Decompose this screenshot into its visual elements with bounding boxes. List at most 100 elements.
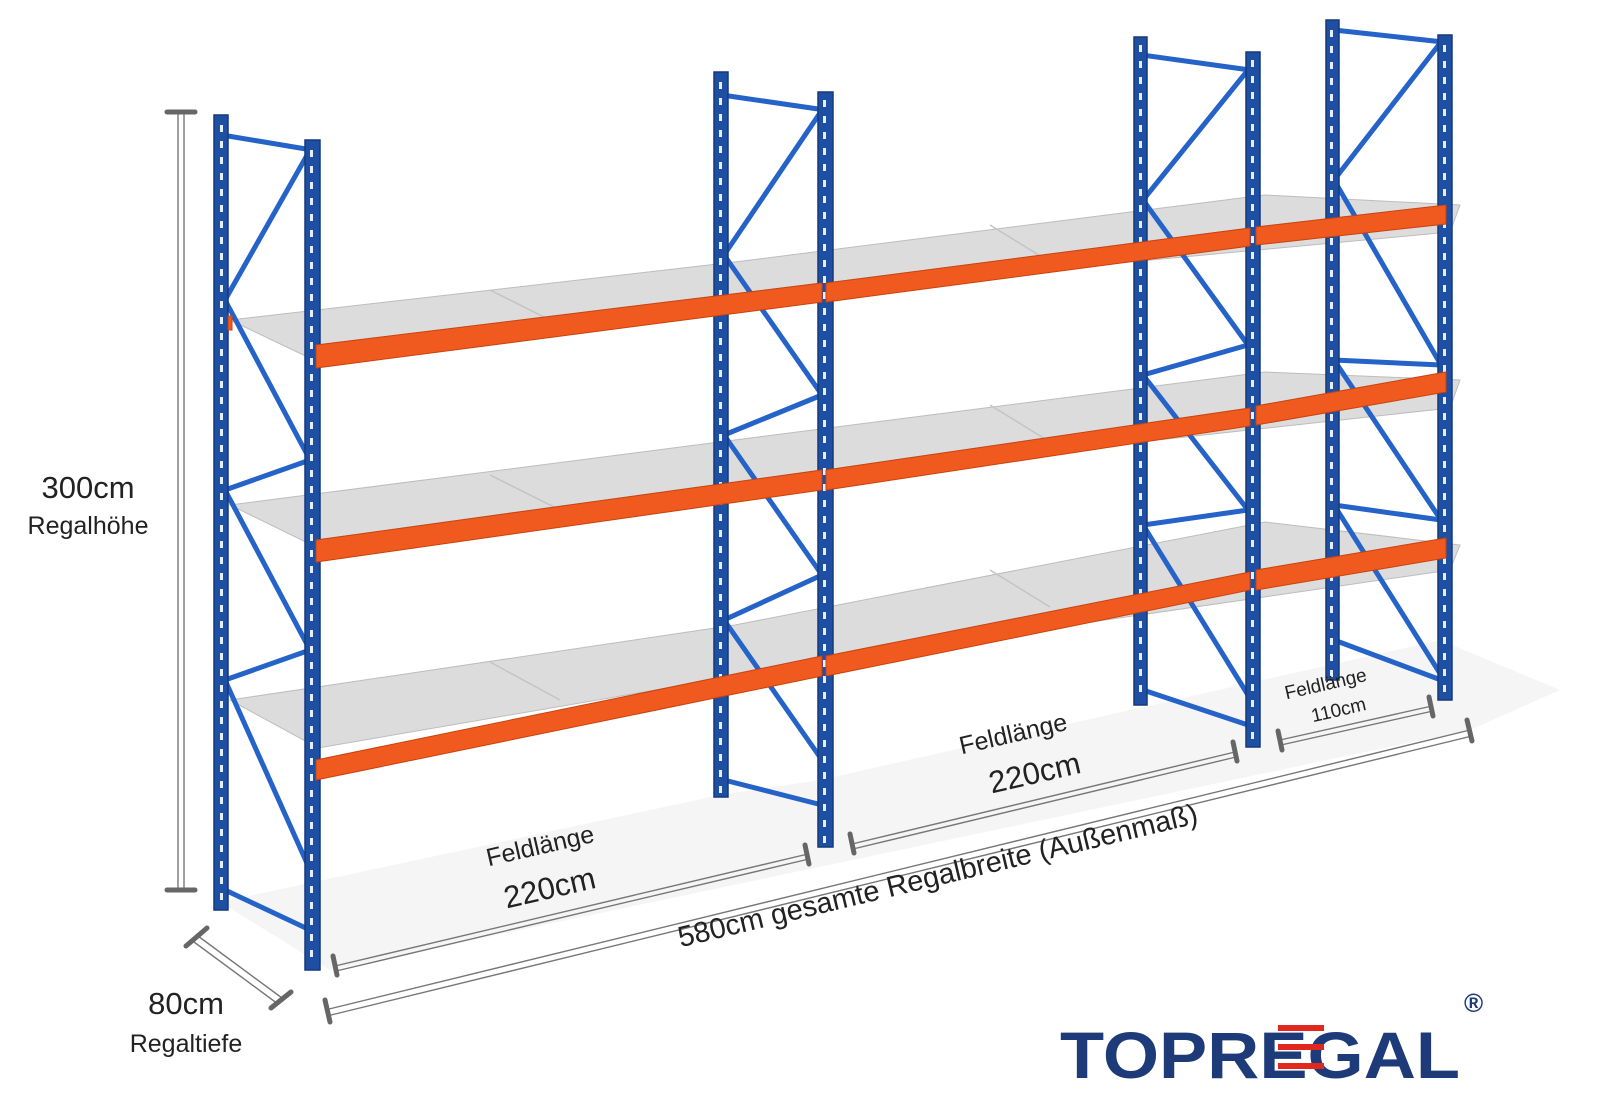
post-hole [1139,349,1142,356]
post-hole [823,468,826,475]
post-hole [719,786,722,793]
post-hole [310,470,313,477]
post-hole [823,516,826,523]
post-hole [220,477,223,484]
post-hole [1139,237,1142,244]
post-hole [1330,190,1333,197]
post-hole [310,198,313,205]
post-hole [1139,189,1142,196]
post-hole [1330,590,1333,597]
post-hole [1251,620,1254,627]
post-hole [310,390,313,397]
post-hole [1251,204,1254,211]
post-hole [1139,461,1142,468]
post-hole [220,877,223,884]
post-hole [823,644,826,651]
post-hole [310,422,313,429]
post-hole [1330,62,1333,69]
post-hole [1251,732,1254,739]
post-hole [1443,669,1446,676]
post-hole [1139,365,1142,372]
post-hole [1443,557,1446,564]
post-hole [220,269,223,276]
post-hole [719,754,722,761]
post-hole [220,173,223,180]
post-hole [1330,78,1333,85]
post-hole [823,116,826,123]
logo-e-stripe-bottom [1278,1063,1324,1069]
post-hole [220,493,223,500]
post-hole [719,226,722,233]
field-3-dimension [1275,694,1436,753]
post-hole [719,130,722,137]
post-hole [823,132,826,139]
post-hole [1251,172,1254,179]
post-hole [1139,381,1142,388]
post-hole [1139,637,1142,644]
post-hole [719,162,722,169]
post-hole [1443,653,1446,660]
post-hole [220,237,223,244]
post-hole [310,870,313,877]
post-hole [1330,478,1333,485]
post-hole [823,740,826,747]
post-hole [1251,524,1254,531]
post-hole [1330,302,1333,309]
post-hole [310,214,313,221]
post-hole [220,893,223,900]
post-hole [1251,684,1254,691]
post-hole [1251,252,1254,259]
post-hole [1251,636,1254,643]
post-hole [1251,220,1254,227]
post-hole [220,717,223,724]
post-hole [1443,621,1446,628]
post-hole [220,397,223,404]
post-hole [220,557,223,564]
height-dimension [164,109,198,893]
post-hole [1139,573,1142,580]
post-hole [719,178,722,185]
post-hole [823,724,826,731]
post-hole [1443,237,1446,244]
post-hole [823,692,826,699]
height-value: 300cm [41,470,134,505]
logo-text: TOPREGAL [1060,1018,1460,1092]
post-hole [719,258,722,265]
post-hole [310,614,313,621]
post-hole [823,340,826,347]
post-hole [1251,236,1254,243]
post-hole [823,628,826,635]
post-hole [823,244,826,251]
post-hole [719,370,722,377]
post-hole [310,406,313,413]
post-hole [823,420,826,427]
post-hole [310,486,313,493]
post-hole [220,157,223,164]
post-hole [719,82,722,89]
post-hole [1330,30,1333,37]
post-hole [1443,269,1446,276]
post-hole [823,276,826,283]
post-hole [1251,572,1254,579]
post-hole [719,274,722,281]
post-hole [310,646,313,653]
post-hole [310,502,313,509]
post-hole [1139,669,1142,676]
post-hole [1330,622,1333,629]
post-hole [220,349,223,356]
post-hole [220,221,223,228]
post-hole [1443,189,1446,196]
post-hole [719,610,722,617]
post-hole [1139,61,1142,68]
post-hole [823,500,826,507]
post-hole [1251,332,1254,339]
post-hole [823,372,826,379]
post-hole [719,194,722,201]
post-hole [1443,413,1446,420]
post-hole [310,438,313,445]
post-hole [1330,606,1333,613]
post-hole [1330,494,1333,501]
post-hole [1443,461,1446,468]
post-hole [823,772,826,779]
post-hole [220,813,223,820]
